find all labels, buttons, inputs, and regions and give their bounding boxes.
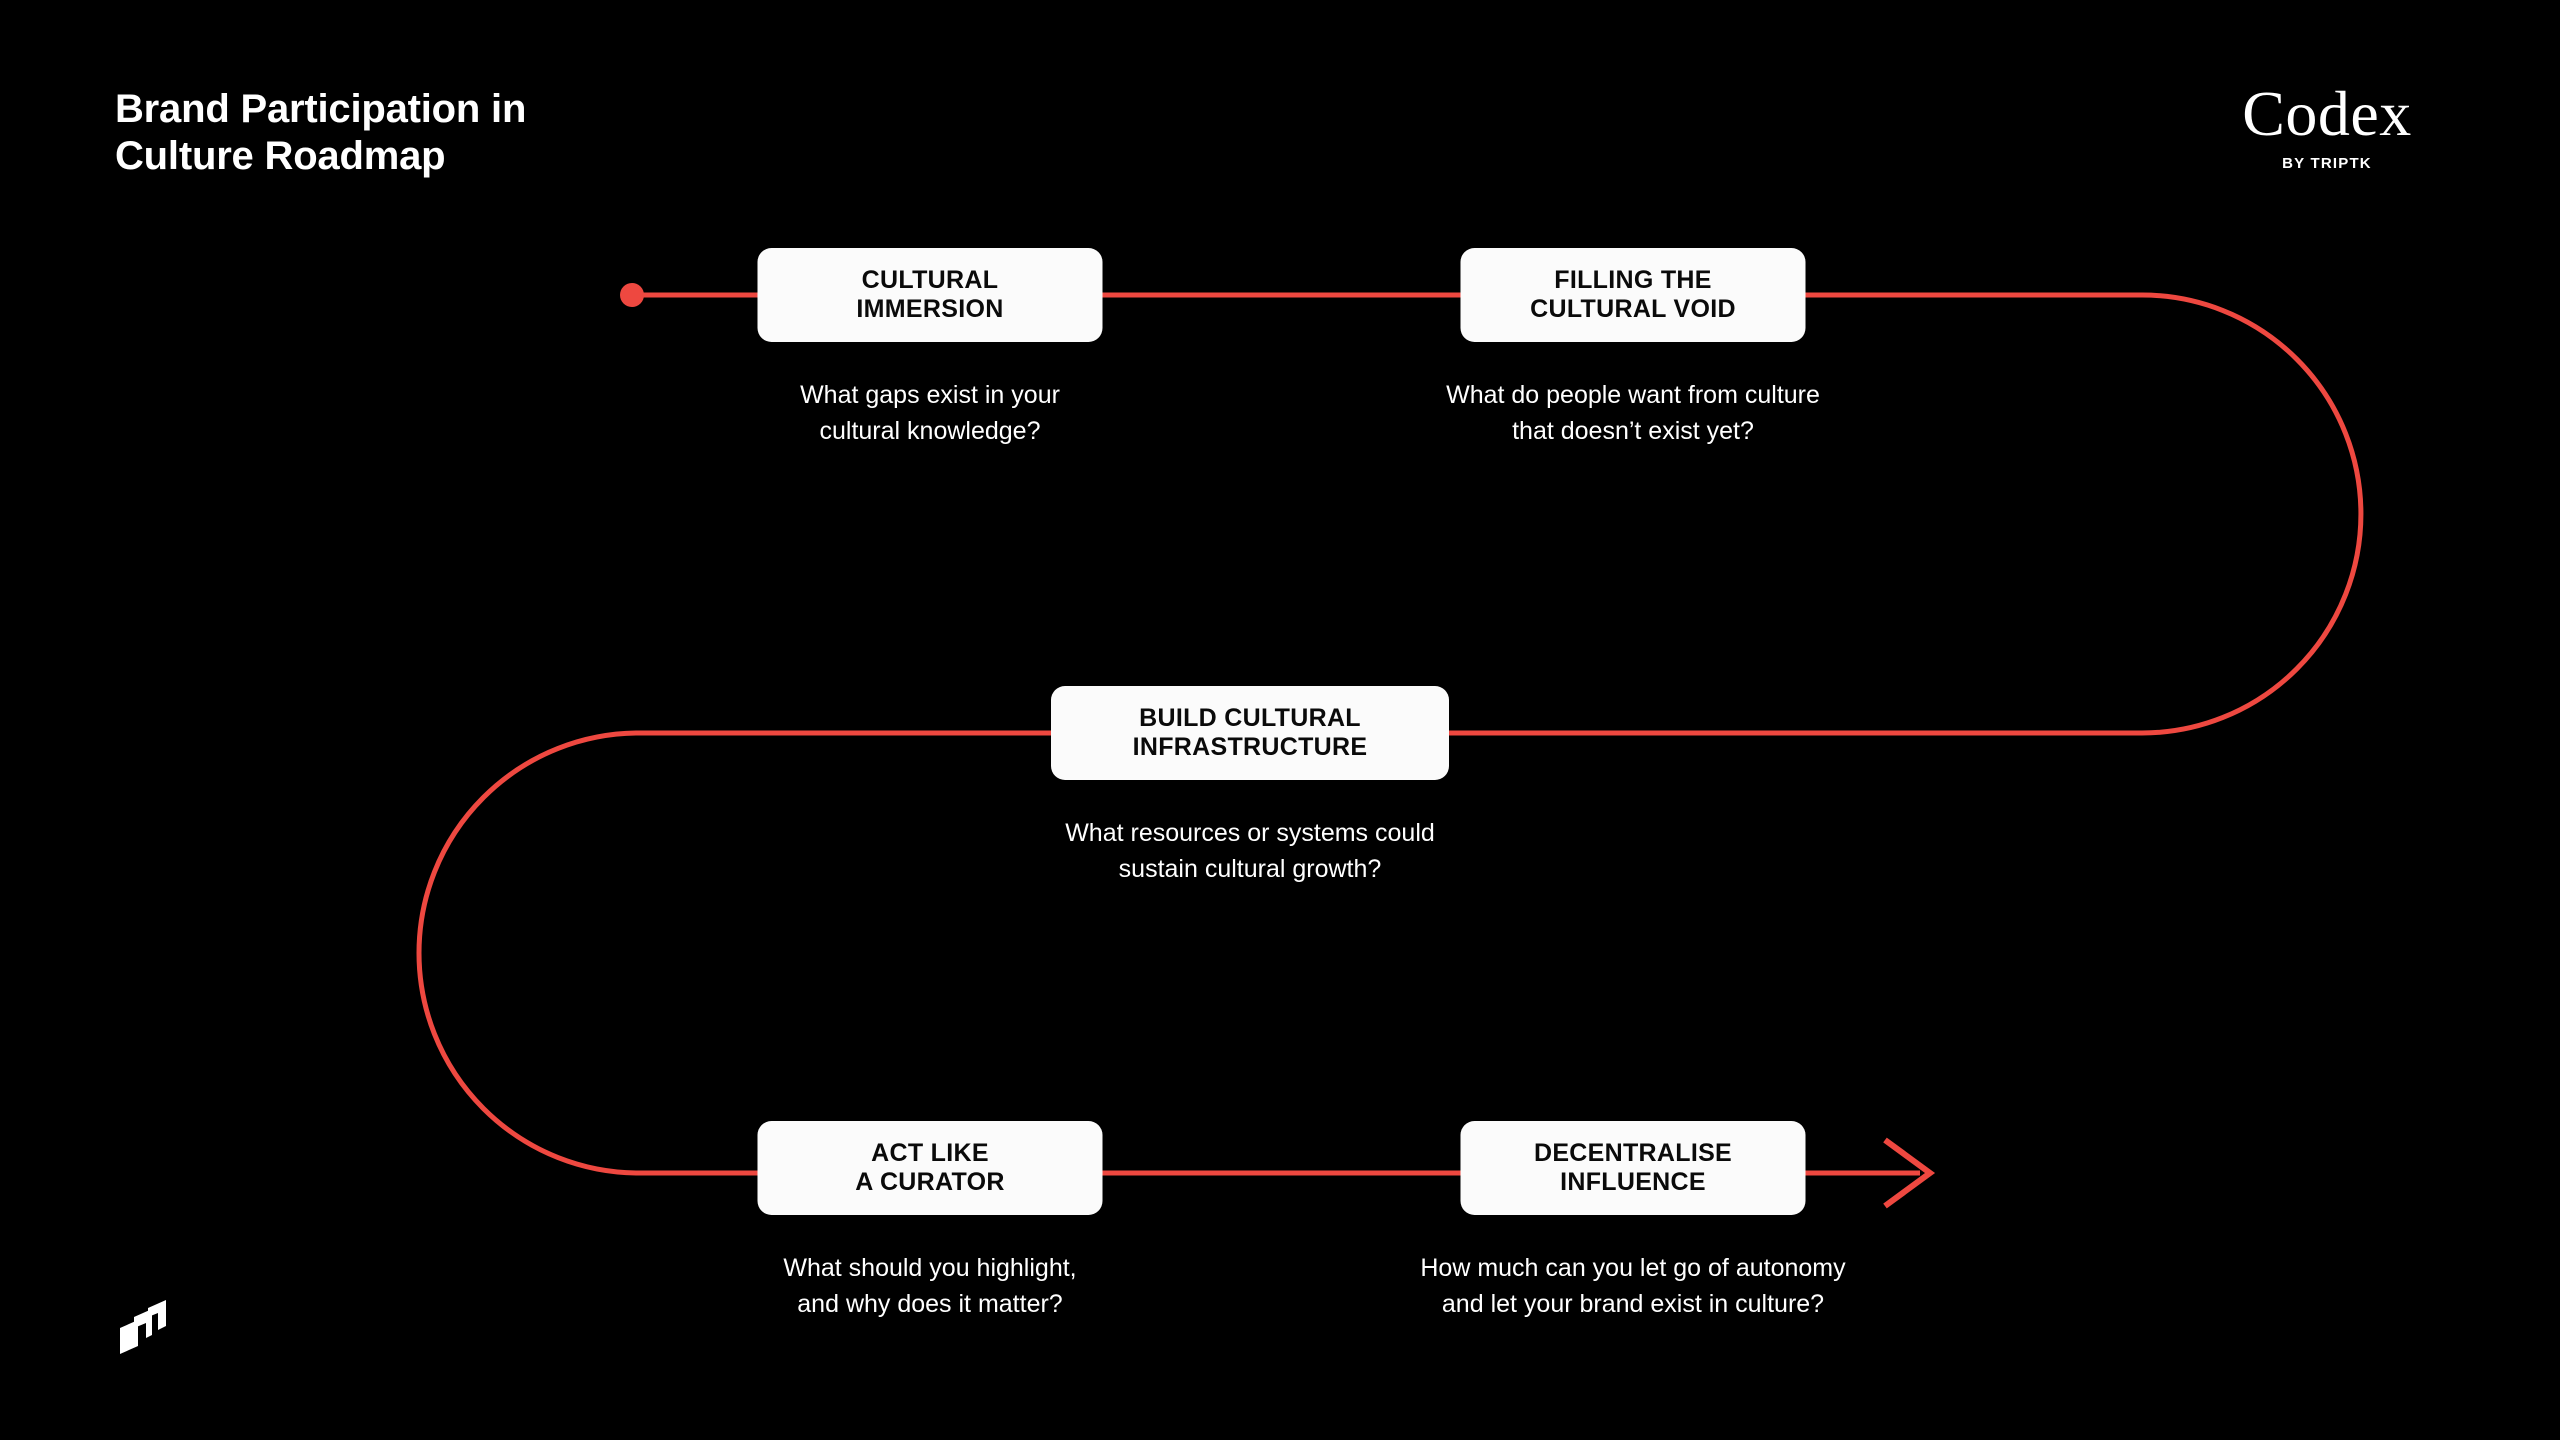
brand-wordmark: Codex (2242, 78, 2412, 149)
roadmap-node-4-label: ACT LIKE A CURATOR (855, 1138, 1005, 1197)
roadmap-node-2-label: FILLING THE CULTURAL VOID (1530, 265, 1736, 324)
page-title: Brand Participation in Culture Roadmap (115, 87, 527, 179)
roadmap-node-5[interactable]: DECENTRALISE INFLUENCE (1460, 1121, 1806, 1215)
roadmap-node-4-caption: What should you highlight, and why does … (783, 1254, 1077, 1318)
brand-tagline: BY TRIPTK (2282, 155, 2372, 172)
roadmap-node-5-caption: How much can you let go of autonomy and … (1420, 1254, 1846, 1318)
roadmap-node-1-label: CULTURAL IMMERSION (856, 265, 1004, 324)
roadmap-node-4[interactable]: ACT LIKE A CURATOR (757, 1121, 1103, 1215)
roadmap-node-2-caption: What do people want from culture that do… (1446, 381, 1820, 445)
roadmap-node-3-caption: What resources or systems could sustain … (1065, 819, 1435, 883)
roadmap-node-1[interactable]: CULTURAL IMMERSION (757, 248, 1103, 342)
roadmap-node-5-label: DECENTRALISE INFLUENCE (1533, 1138, 1733, 1197)
roadmap-node-2[interactable]: FILLING THE CULTURAL VOID (1460, 248, 1806, 342)
triptk-monogram-icon (120, 1300, 166, 1354)
roadmap-node-3[interactable]: BUILD CULTURAL INFRASTRUCTURE (1051, 686, 1449, 780)
start-dot-icon (620, 283, 644, 307)
roadmap-node-1-caption: What gaps exist in your cultural knowled… (800, 381, 1060, 445)
brand-logo: Codex BY TRIPTK (2212, 78, 2442, 173)
arrow-head-icon (1883, 1137, 1936, 1209)
roadmap-node-3-label: BUILD CULTURAL INFRASTRUCTURE (1132, 703, 1368, 762)
